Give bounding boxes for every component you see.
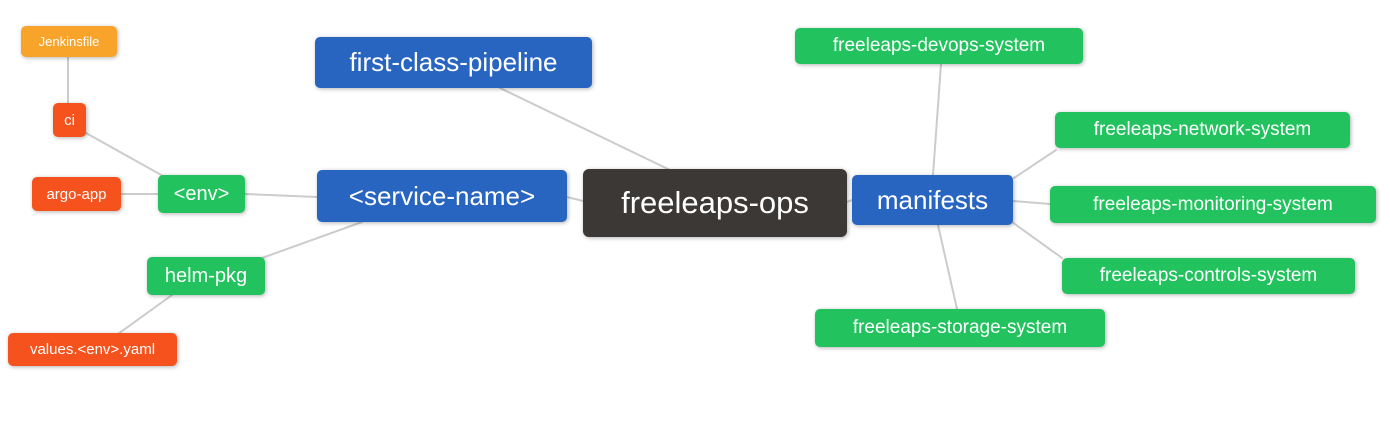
edge-service-name-env	[244, 193, 318, 198]
node-freeleaps-ops[interactable]: freeleaps-ops	[583, 169, 847, 237]
edge-ops-service-name	[566, 196, 584, 202]
edge-manifests-devops-system	[932, 63, 942, 176]
node-freeleaps-monitoring-system[interactable]: freeleaps-monitoring-system	[1050, 186, 1376, 223]
edge-ops-first-class-pipeline	[499, 87, 671, 171]
node-env[interactable]: <env>	[158, 175, 245, 213]
edge-manifests-network-system	[1013, 149, 1057, 179]
node-argo-app[interactable]: argo-app	[32, 177, 121, 211]
node-helm-pkg[interactable]: helm-pkg	[147, 257, 265, 295]
edge-service-name-helm-pkg	[261, 221, 363, 259]
node-jenkinsfile[interactable]: Jenkinsfile	[21, 26, 117, 57]
edge-manifests-controls-system	[1011, 221, 1063, 259]
edge-manifests-storage-system	[937, 224, 958, 310]
node-freeleaps-storage-system[interactable]: freeleaps-storage-system	[815, 309, 1105, 347]
edge-helm-pkg-values-env-yaml	[117, 294, 173, 335]
node-manifests[interactable]: manifests	[852, 175, 1013, 225]
node-freeleaps-devops-system[interactable]: freeleaps-devops-system	[795, 28, 1083, 64]
edge-manifests-monitoring-system	[1012, 200, 1051, 205]
node-freeleaps-controls-system[interactable]: freeleaps-controls-system	[1062, 258, 1355, 294]
edge-ops-manifests	[846, 199, 853, 203]
node-freeleaps-network-system[interactable]: freeleaps-network-system	[1055, 112, 1350, 148]
edge-env-ci	[85, 132, 164, 177]
node-first-class-pipeline[interactable]: first-class-pipeline	[315, 37, 592, 88]
node-values-env-yaml[interactable]: values.<env>.yaml	[8, 333, 177, 366]
node-ci[interactable]: ci	[53, 103, 86, 137]
node-service-name[interactable]: <service-name>	[317, 170, 567, 222]
